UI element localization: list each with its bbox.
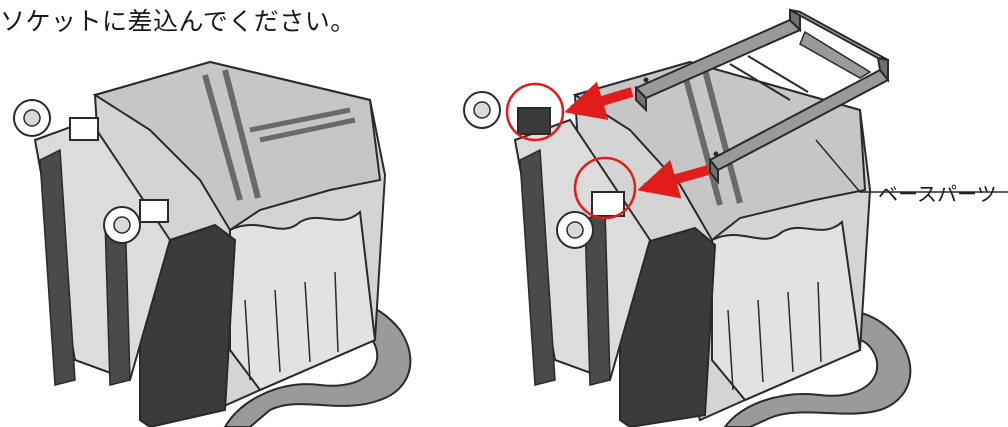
lid-strap <box>202 69 261 201</box>
socket-top <box>69 117 99 141</box>
bag-before-figure <box>13 60 412 427</box>
highlight-circle-top <box>505 82 565 142</box>
socket-bottom <box>139 199 169 223</box>
insert-arrow-bottom <box>637 159 710 199</box>
callout-leader-line <box>815 139 1008 193</box>
black-panel <box>139 223 237 427</box>
insert-arrow-top <box>564 81 634 120</box>
socket-top-right <box>517 107 551 135</box>
socket-bottom-right <box>591 191 625 217</box>
highlight-circle-bottom <box>573 156 637 220</box>
bag-with-base-part-figure <box>463 8 1008 427</box>
base-part-callout-label: ベースパーツ <box>878 182 997 206</box>
bag-lid <box>92 60 382 232</box>
instruction-text: ソケットに差込んでください。 <box>0 7 356 36</box>
base-part-frame <box>634 8 890 185</box>
